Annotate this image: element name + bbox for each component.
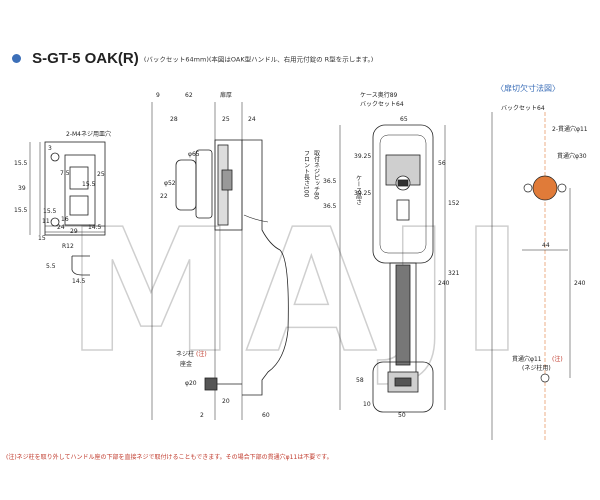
cutout-hole-30-label: 貫通穴φ30 <box>557 152 587 160</box>
knob-rose <box>195 149 213 219</box>
cutout-hole-11-label: 貫通穴φ11 <box>512 355 542 363</box>
dim-side-8: 扉厚 <box>220 91 232 99</box>
strike-plate-view <box>29 141 106 276</box>
dim-strike-screw: 2-M4ネジ用皿穴 <box>66 130 111 138</box>
dim-front-12: 50 <box>398 412 406 419</box>
dim-front-2: 65 <box>400 116 408 123</box>
dim-side-2: 28 <box>170 116 178 123</box>
cutout-hole-11-right <box>557 183 567 193</box>
cutout-hole-11-bottom <box>540 373 550 383</box>
dim-side-4: φ52 <box>164 180 176 187</box>
dim-front-9: 36.5 <box>323 178 337 185</box>
dim-front-6: 321 <box>448 270 460 277</box>
dim-strike-12: 14.5 <box>88 224 102 231</box>
footnote: (注)ネジ柱を取り外してハンドル座の下部を直接ネジで取付けることもできます。その… <box>6 454 333 461</box>
dim-strike-1: 39 <box>18 185 26 192</box>
dim-strike-8: 11 <box>42 218 50 225</box>
dim-strike-0: 15.5 <box>14 160 28 167</box>
dim-strike-4: 7.5 <box>60 170 70 177</box>
door-thickness <box>214 139 243 231</box>
title-main: S-GT-5 OAK(R) <box>32 50 139 67</box>
dim-strike-7: 15.5 <box>43 208 57 215</box>
front-dimensions: ケース奥行89 バックセット64 65 56 152 240 321 39.25… <box>303 91 460 419</box>
cutout-hole-11-note: (注) <box>552 355 563 363</box>
watermark: MAJI <box>66 193 533 391</box>
case-height-label: ケース高さ <box>355 175 362 206</box>
dim-front-4: 152 <box>448 200 460 207</box>
dim-strike-2: 15.5 <box>14 207 28 214</box>
cutout-dim-44: 44 <box>542 242 550 249</box>
dim-strike-11: 24 <box>57 224 65 231</box>
cutout-screw-post-use: (ネジ柱用) <box>522 364 551 372</box>
seat-label: 座金 <box>180 360 192 368</box>
strike-outline <box>44 141 106 236</box>
cutout-backset: バックセット64 <box>501 105 545 112</box>
lockset-side-view <box>151 102 289 420</box>
dim-strike-3: 3 <box>48 145 52 152</box>
strike-body <box>64 154 96 226</box>
cutout-hole-30 <box>532 175 558 201</box>
dim-strike-13: 15 <box>38 235 46 242</box>
screw-pitch-label: 取付ネジピッチ80 <box>313 150 320 200</box>
dim-side-1: 62 <box>185 92 193 99</box>
dim-front-1: バックセット64 <box>360 101 404 108</box>
thumb-turn <box>397 179 409 187</box>
dim-strike-5: 15.5 <box>82 181 96 188</box>
screw-post-note: (注) <box>196 350 207 358</box>
dim-front-0: ケース奥行89 <box>360 91 398 99</box>
dim-front-11: 58 <box>356 377 364 384</box>
front-length-label: フロント長さ100 <box>303 150 310 198</box>
door-cutout-labels: 〈扉切欠寸法図〉 バックセット64 2-貫通穴φ11 貫通穴φ30 44 240… <box>496 83 588 372</box>
front-view <box>339 124 446 413</box>
strike-r12-profile <box>71 255 90 276</box>
strike-screw-hole-top <box>50 152 60 162</box>
cutout-hole-2-label: 2-貫通穴φ11 <box>552 125 588 133</box>
dim-strike-10: 29 <box>70 228 78 235</box>
cutout-dim-240: 240 <box>574 280 586 287</box>
lockset-dimensions: 9 62 28 φ65 φ52 22 25 24 扉厚 ネジ柱 (注) 座金 φ… <box>156 91 270 419</box>
title-subtitle: (バックセット64mm)(本図はOAK型ハンドル、右用元付錠の R型を示します。… <box>143 55 374 64</box>
dim-strike-r12: R12 <box>62 243 74 250</box>
latch-box <box>221 169 233 191</box>
dim-front-13: 10 <box>363 401 371 408</box>
dim-side-10: 2 <box>200 412 204 419</box>
title-bullet-icon <box>12 54 21 63</box>
dim-side-9: φ20 <box>185 380 197 387</box>
dim-front-5: 240 <box>438 280 450 287</box>
escutcheon-bottom <box>372 361 434 413</box>
dim-side-12: 60 <box>262 412 270 419</box>
strike-latch-hole <box>69 166 89 190</box>
cutout-hole-11-left <box>523 183 533 193</box>
handle-grip-profile <box>242 139 289 396</box>
dim-side-0: 9 <box>156 92 160 99</box>
screw-post <box>204 377 218 391</box>
dim-side-6: 25 <box>222 116 230 123</box>
strike-deadbolt-hole <box>69 195 89 216</box>
door-cutout-view <box>491 112 571 440</box>
door-cutout-title: 〈扉切欠寸法図〉 <box>496 83 560 93</box>
latch-slot <box>396 199 410 221</box>
dim-front-8: 39.25 <box>354 190 371 197</box>
dim-strike-15: 14.5 <box>72 278 86 285</box>
dim-front-7: 39.25 <box>354 153 371 160</box>
dim-side-5: 22 <box>160 193 168 200</box>
page-title: S-GT-5 OAK(R) (バックセット64mm)(本図はOAK型ハンドル、右… <box>12 48 373 67</box>
dim-strike-14: 5.5 <box>46 263 56 270</box>
dim-side-11: 20 <box>222 398 230 405</box>
dim-strike-6: 25 <box>97 171 105 178</box>
screw-post-label: ネジ柱 <box>176 350 194 358</box>
dim-front-10: 36.5 <box>323 203 337 210</box>
dim-side-3: φ65 <box>188 151 200 158</box>
dim-strike-9: 16 <box>61 216 69 223</box>
dim-front-3: 56 <box>438 160 446 167</box>
strike-dimensions: 2-M4ネジ用皿穴 15.5 39 15.5 3 7.5 15.5 25 15.… <box>14 130 111 285</box>
dim-side-7: 24 <box>248 116 256 123</box>
